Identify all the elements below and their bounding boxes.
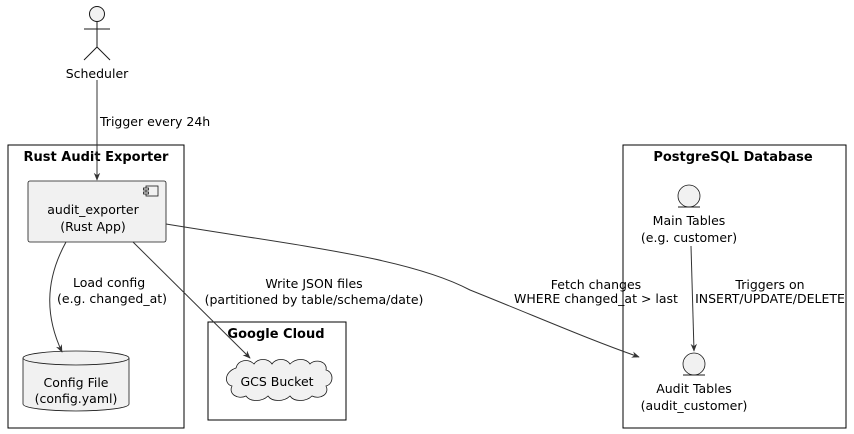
entity-icon	[677, 184, 701, 208]
cloud-icon	[226, 359, 333, 401]
load-config-label-line1: Load config	[73, 275, 145, 290]
google-cloud-title: Google Cloud	[227, 327, 324, 342]
audit-exporter-type: (Rust App)	[60, 219, 126, 234]
fetch-changes-arrow	[165, 223, 640, 358]
postgresql-database-group: PostgreSQL Database	[622, 144, 847, 429]
main-tables-entity: Main Tables (e.g. customer)	[641, 184, 737, 245]
edge-triggers-on: Triggers on INSERT/UPDATE/DELETE	[690, 245, 845, 352]
audit-tables-example: (audit_customer)	[641, 398, 748, 413]
audit-exporter-box	[27, 180, 167, 243]
postgresql-database-title: PostgreSQL Database	[653, 150, 813, 165]
edge-trigger: Trigger every 24h	[93, 80, 210, 181]
audit-exporter-name: audit_exporter	[47, 202, 139, 217]
edge-load-config: Load config (e.g. changed_at)	[49, 241, 167, 353]
audit-tables-entity: Audit Tables (audit_customer)	[641, 352, 748, 413]
scheduler-label: Scheduler	[66, 66, 129, 81]
fetch-changes-label-line1: Fetch changes	[551, 277, 641, 292]
triggers-on-arrow	[690, 245, 697, 352]
audit-exporter-component: audit_exporter (Rust App)	[27, 180, 167, 243]
config-file-name: Config File	[44, 375, 109, 390]
entity-icon	[682, 352, 706, 376]
fetch-changes-label-line2: WHERE changed_at > last	[514, 291, 678, 306]
gcs-bucket-label: GCS Bucket	[240, 374, 313, 389]
component-icon	[143, 185, 159, 197]
rust-audit-exporter-title: Rust Audit Exporter	[24, 150, 170, 165]
edge-write-json: Write JSON files (partitioned by table/s…	[132, 241, 424, 359]
write-json-label-line1: Write JSON files	[265, 276, 362, 291]
load-config-label-line2: (e.g. changed_at)	[57, 291, 167, 306]
database-icon	[22, 350, 130, 412]
edge-fetch-changes: Fetch changes WHERE changed_at > last	[165, 223, 678, 358]
main-tables-example: (e.g. customer)	[641, 230, 737, 245]
load-config-arrow	[49, 241, 67, 353]
scheduler-actor: Scheduler	[66, 6, 129, 81]
triggers-on-label-line1: Triggers on	[734, 277, 804, 292]
write-json-label-line2: (partitioned by table/schema/date)	[205, 292, 424, 307]
postgresql-database-frame	[622, 144, 847, 429]
triggers-on-label-line2: INSERT/UPDATE/DELETE	[695, 291, 845, 306]
config-file-path: (config.yaml)	[35, 391, 118, 406]
gcs-bucket-cloud: GCS Bucket	[226, 359, 333, 401]
config-file-database: Config File (config.yaml)	[22, 350, 130, 412]
stick-figure-icon	[83, 6, 111, 61]
write-json-arrow	[132, 241, 251, 359]
trigger-label: Trigger every 24h	[99, 114, 210, 129]
audit-tables-name: Audit Tables	[656, 381, 732, 396]
main-tables-name: Main Tables	[653, 213, 726, 228]
